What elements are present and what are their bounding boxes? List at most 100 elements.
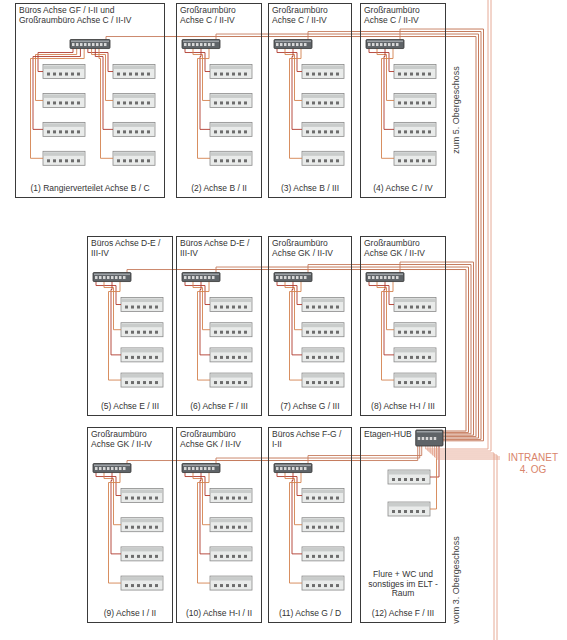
cable-line: [109, 473, 122, 584]
network-label: INTRANET 4. OG: [504, 452, 562, 476]
device-symbol: [394, 122, 436, 136]
location-label: (12) Achse F / III: [364, 609, 442, 619]
connector-layer: [165, 29, 484, 461]
device-symbol: [210, 547, 252, 561]
room-box: Etagen-HUBFlure + WC und sonstiges im EL…: [360, 427, 446, 623]
device-symbol: [302, 348, 344, 362]
network-link: [352, 265, 471, 434]
device-symbol: [43, 93, 85, 107]
device-symbol: [394, 323, 436, 337]
device-symbol: [394, 298, 436, 312]
device-symbol: [210, 323, 252, 337]
room-heading: Büros Achse F-G / I-II: [272, 430, 348, 450]
room-heading: Großraumbüro Achse C / II-IV: [272, 6, 348, 26]
cable-line: [308, 265, 352, 273]
cable-line: [200, 282, 210, 355]
cable-line: [285, 473, 302, 525]
device-symbol: [394, 373, 436, 387]
cable-line: [432, 446, 497, 640]
cable-line: [95, 49, 113, 130]
cable-line: [428, 0, 491, 451]
device-symbol: [302, 323, 344, 337]
cable-line: [198, 49, 211, 159]
location-label: (3) Achse B / III: [272, 184, 348, 194]
device-symbol: [121, 348, 163, 362]
device-symbol: [121, 576, 163, 590]
cable-line: [104, 282, 121, 330]
cable-line: [198, 473, 211, 584]
device-symbol: [210, 489, 252, 503]
device-symbol: [210, 122, 252, 136]
room-heading: Großraumbüro Achse GK / II-IV: [272, 239, 348, 259]
device-symbol: [121, 323, 163, 337]
label-holder: INTRANET 4. OG: [504, 452, 562, 476]
cable-line: [285, 282, 302, 330]
device-symbol: [210, 65, 252, 79]
cable-line: [193, 49, 210, 101]
cable-line: [104, 473, 121, 525]
device-symbol: [210, 576, 252, 590]
cable-line: [382, 282, 395, 381]
network-link: [352, 455, 360, 456]
device-symbol: [210, 298, 252, 312]
room-heading: Großraumbüro Achse GK / II-IV: [364, 239, 442, 259]
location-label: (8) Achse H-I / III: [364, 402, 442, 412]
cable-line: [292, 473, 302, 554]
location-label: (4) Achse C / IV: [364, 184, 442, 194]
hub-symbol: [93, 273, 131, 282]
cable-line: [198, 282, 211, 381]
cable-line: [377, 282, 394, 330]
cable-line: [193, 282, 210, 330]
location-label: (1) Rangierverteilet Achse B / C: [19, 184, 161, 194]
room-box: Großraumbüro Achse C / II-IV (3) Achse B …: [268, 3, 352, 198]
device-symbol: [210, 348, 252, 362]
cable-line: [285, 49, 302, 101]
device-symbol: [210, 518, 252, 532]
hub-symbol: [274, 464, 312, 473]
device-symbol: [302, 373, 344, 387]
network-link: [262, 267, 469, 432]
device-symbol: [43, 122, 85, 136]
cable-line: [292, 282, 302, 355]
location-label: (5) Achse E / III: [91, 402, 169, 412]
cable-line: [31, 49, 85, 159]
network-link: [352, 32, 481, 440]
network-link: [446, 262, 474, 435]
device-symbol: [394, 348, 436, 362]
cable-line: [127, 270, 173, 273]
cable-line: [290, 473, 303, 584]
device-symbol: [113, 93, 155, 107]
device-symbol: [302, 518, 344, 532]
room-box: Großraumbüro Achse C / II-IV(4) Achse C …: [360, 3, 446, 198]
cable-line: [111, 473, 121, 554]
cable-line: [38, 49, 73, 72]
room-heading: Großraumbüro Achse GK / II-IV: [180, 430, 258, 450]
device-symbol: [302, 298, 344, 312]
hub-symbol: [182, 464, 220, 473]
room-heading: Büros Achse GF / I-II und Großraumbüro A…: [19, 6, 161, 26]
device-symbol: [302, 547, 344, 561]
device-symbol: [210, 373, 252, 387]
device-symbol: [121, 547, 163, 561]
network-link: [262, 34, 479, 438]
cable-line: [200, 473, 210, 554]
device-symbol: [210, 151, 252, 165]
location-label: (11) Achse G / D: [272, 609, 348, 619]
device-symbol: [302, 65, 344, 79]
device-symbol: [388, 470, 430, 484]
cable-line: [430, 446, 494, 640]
room-box: Büros Achse GF / I-II und Großraumbüro A…: [15, 3, 165, 198]
device-symbol: [113, 122, 155, 136]
cable-line: [437, 446, 500, 459]
hub-symbol: [366, 273, 404, 282]
device-symbol: [210, 93, 252, 107]
network-link: [165, 37, 476, 437]
cable-line: [290, 282, 303, 381]
floor-label: zum 5. Obergeschoss: [451, 66, 462, 154]
device-layer: [43, 65, 436, 591]
cable-line: [384, 282, 394, 355]
room-heading: Büros Achse D-E / III-IV: [91, 239, 169, 259]
device-symbol: [388, 502, 430, 516]
room-box: Büros Achse D-E / III-IV (5) Achse E / II…: [87, 236, 173, 416]
